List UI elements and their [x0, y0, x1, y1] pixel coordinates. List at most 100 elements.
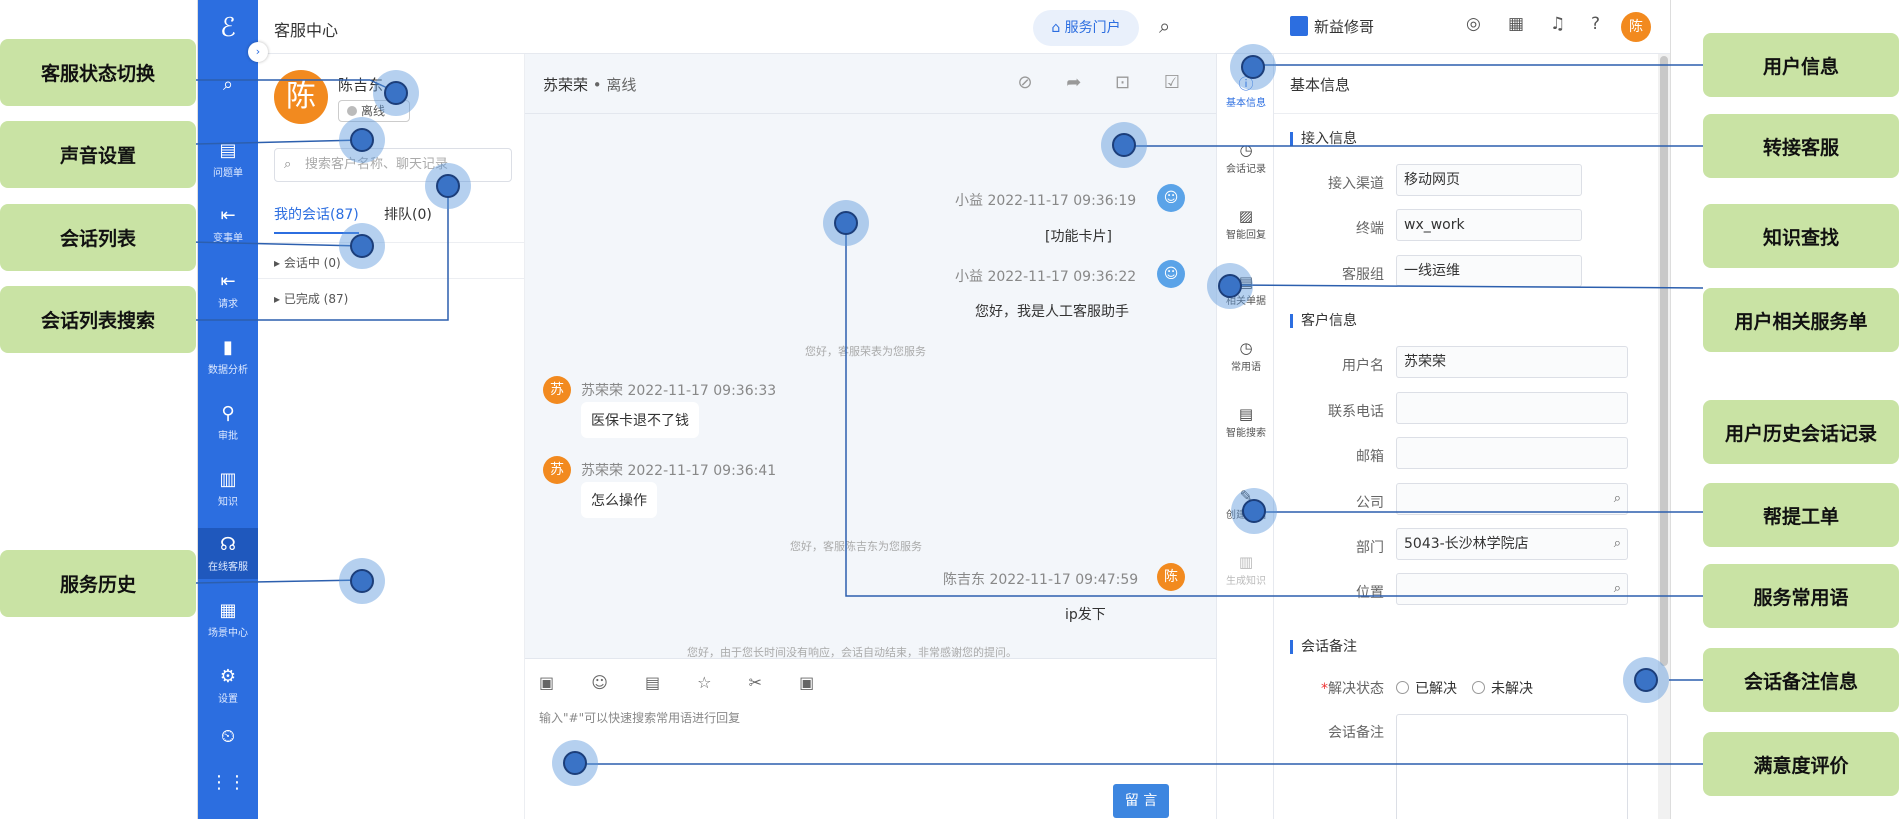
field-label: 终端: [1356, 221, 1384, 237]
search-icon[interactable]: ⌕: [1613, 536, 1621, 551]
search-icon[interactable]: ⌕: [1613, 491, 1621, 506]
rail-item-apps[interactable]: ⋮⋮: [198, 772, 258, 796]
resolve-label: 解决状态: [1328, 681, 1384, 697]
field-label: 用户名: [1342, 358, 1384, 374]
org-switcher[interactable]: 新益修哥: [1290, 16, 1374, 37]
field-label: *解决状态: [1274, 678, 1384, 698]
tool-session-history[interactable]: ◷ 会话记录: [1217, 140, 1275, 175]
group-active-sessions[interactable]: ▸ 会话中 (0): [274, 256, 341, 270]
rail-item-search[interactable]: ⌕: [198, 74, 258, 98]
service-portal-button[interactable]: ⌂ 服务门户: [1033, 10, 1139, 46]
scroll-thumb[interactable]: [1660, 56, 1668, 666]
callout-knowledge-search: 知识查找: [1703, 204, 1899, 268]
phone-field[interactable]: [1396, 392, 1628, 424]
tool-smart-search[interactable]: ▤智能搜索: [1217, 404, 1275, 439]
message-bubble: 怎么操作: [581, 482, 657, 518]
agent-status-toggle[interactable]: 离线: [338, 100, 410, 122]
tool-label: 基本信息: [1226, 98, 1266, 109]
callout-sound-settings: 声音设置: [0, 121, 196, 188]
section-customer: 客户信息: [1290, 314, 1357, 328]
radio-unresolved[interactable]: 未解决: [1472, 678, 1533, 698]
marker: [1207, 263, 1253, 309]
callout-common-phrases: 服务常用语: [1703, 564, 1899, 628]
chat-header-actions[interactable]: ⊘ ➦ ⊡ ☑: [1017, 72, 1194, 93]
department-field[interactable]: 5043-长沙林学院店⌕: [1396, 528, 1628, 560]
rail-item-clock[interactable]: ⏲: [198, 726, 258, 750]
top-bar: 客服中心 ⌂ 服务门户 ⌕ 新益修哥 ◎ ▦ ♫ ? 陈: [258, 0, 1670, 54]
message-text: [功能卡片]: [1045, 229, 1112, 245]
required-mark: *: [1321, 681, 1328, 697]
username-field[interactable]: 苏荣荣: [1396, 346, 1628, 378]
composer-toolbar[interactable]: ▣ ☺ ▤ ☆ ✂ ▣: [539, 673, 831, 692]
bot-avatar: ☺: [1157, 260, 1185, 288]
agent-avatar: 陈: [274, 70, 328, 124]
section-session-note: 会话备注: [1290, 640, 1357, 654]
email-field[interactable]: [1396, 437, 1628, 469]
tool-smart-reply[interactable]: ▨智能回复: [1217, 206, 1275, 241]
callout-transfer: 转接客服: [1703, 114, 1899, 178]
rail-item-request[interactable]: ⇤请求: [198, 271, 258, 310]
rail-label: 设置: [218, 694, 238, 705]
rail-item-online-service[interactable]: ☊在线客服: [198, 528, 258, 579]
rail-label: 在线客服: [208, 562, 248, 573]
search-icon: ⌕: [284, 157, 292, 172]
rail-item-problem[interactable]: ▤问题单: [198, 140, 258, 179]
collapse-rail-button[interactable]: ›: [248, 42, 268, 62]
tool-label: 智能回复: [1226, 230, 1266, 241]
rail-item-approval[interactable]: ⚲审批: [198, 403, 258, 442]
rail-item-knowledge[interactable]: ▥知识: [198, 469, 258, 508]
rail-item-change[interactable]: ⇤变事单: [198, 205, 258, 244]
radio-label: 未解决: [1491, 681, 1533, 697]
help-icon[interactable]: ?: [1591, 14, 1601, 34]
info-scrollbar[interactable]: [1658, 54, 1670, 819]
rail-label: 数据分析: [208, 365, 248, 376]
user-avatar[interactable]: 陈: [1621, 12, 1651, 42]
tool-label: 会话记录: [1226, 164, 1266, 175]
rail-item-scenes[interactable]: ▦场景中心: [198, 600, 258, 639]
bot-avatar: ☺: [1157, 184, 1185, 212]
problem-icon: ▤: [219, 140, 237, 161]
location-field[interactable]: ⌕: [1396, 573, 1628, 605]
message-meta: 陈吉东 2022-11-17 09:47:59: [943, 572, 1139, 588]
status-label: 离线: [361, 104, 386, 118]
field-label: 联系电话: [1328, 404, 1384, 420]
session-tabs: 我的会话(87) 排队(0): [274, 204, 512, 236]
message-text: 您好，我是人工客服助手: [975, 304, 1129, 320]
status-dot-icon: [347, 106, 357, 116]
settings-circle-icon[interactable]: ◎: [1466, 14, 1481, 34]
session-note-textarea[interactable]: [1396, 714, 1628, 819]
tool-common-phrases[interactable]: ◷常用语: [1217, 338, 1275, 373]
building-icon: [1290, 16, 1308, 36]
group-completed-sessions[interactable]: ▸ 已完成 (87): [274, 292, 349, 306]
field-label: 会话备注: [1328, 725, 1384, 741]
leave-message-button[interactable]: 留 言: [1113, 784, 1169, 818]
message-meta: 苏荣荣 2022-11-17 09:36:41: [581, 463, 777, 479]
search-icon[interactable]: ⌕: [1159, 14, 1171, 38]
request-icon: ⇤: [220, 271, 236, 292]
field-label: 接入渠道: [1328, 176, 1384, 192]
message-composer: ▣ ☺ ▤ ☆ ✂ ▣ 输入"#"可以快速搜索常用语进行回复 留 言: [525, 658, 1216, 819]
search-icon[interactable]: ⌕: [1613, 581, 1621, 596]
marker: [1101, 122, 1147, 168]
bell-icon[interactable]: ♫: [1550, 14, 1566, 34]
tool-label: 生成知识: [1226, 576, 1266, 587]
search-placeholder: 搜索客户名称、聊天记录: [305, 157, 449, 172]
radio-label: 已解决: [1415, 681, 1457, 697]
logo-icon: ℰ: [220, 13, 236, 43]
composer-input[interactable]: 输入"#"可以快速搜索常用语进行回复: [539, 711, 741, 725]
history-icon: ◷: [1239, 141, 1253, 159]
tab-queue[interactable]: 排队(0): [384, 207, 432, 223]
calendar-icon[interactable]: ▦: [1508, 14, 1525, 34]
rail-item-analytics[interactable]: ▮ 数据分析: [198, 337, 258, 376]
session-search-input[interactable]: ⌕ 搜索客户名称、聊天记录: [274, 148, 512, 182]
company-field[interactable]: ⌕: [1396, 483, 1628, 515]
radio-resolved[interactable]: 已解决: [1396, 678, 1457, 698]
info-title: 基本信息: [1290, 76, 1351, 94]
message-text: ip发下: [1065, 607, 1106, 623]
tool-generate-knowledge[interactable]: ▥生成知识: [1217, 552, 1275, 587]
rail-item-settings[interactable]: ⚙设置: [198, 666, 258, 705]
rail-label: 审批: [218, 431, 238, 442]
analytics-icon: ▮: [223, 337, 233, 358]
